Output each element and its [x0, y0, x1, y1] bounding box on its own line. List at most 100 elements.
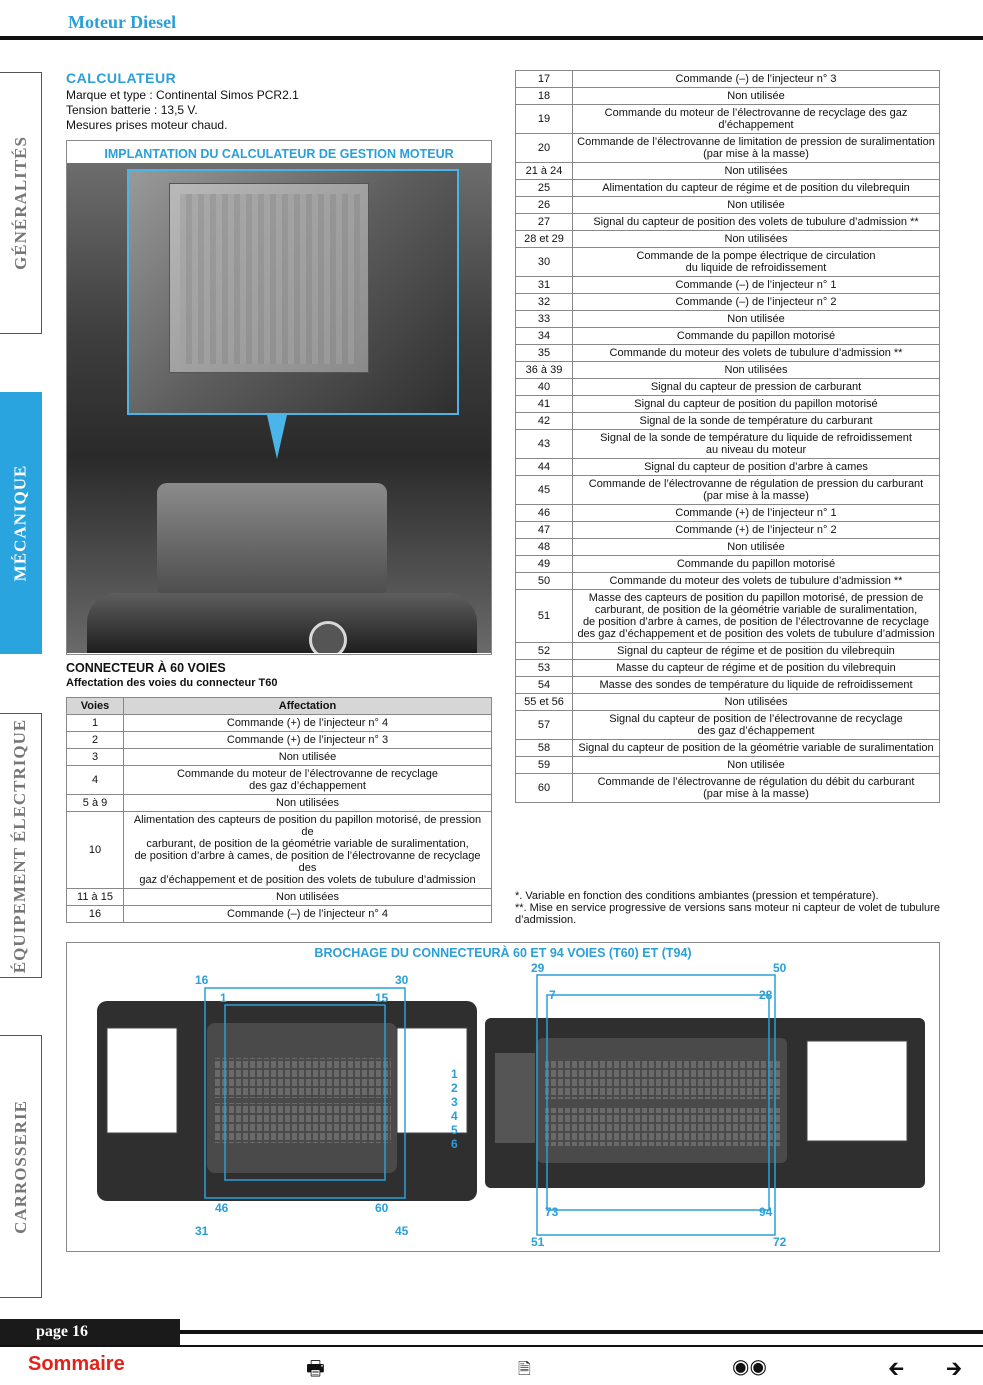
footer-rule: [180, 1330, 983, 1334]
section-title: CALCULATEUR: [66, 70, 177, 86]
pin-function-cell: Commande du moteur des volets de tubulur…: [572, 572, 940, 590]
pin-number-cell: 49: [515, 555, 573, 573]
pin-number-cell: 54: [515, 676, 573, 694]
pin-function-cell: Non utilisée: [123, 748, 492, 766]
pin-number-cell: 3: [66, 748, 124, 766]
pin-number-cell: 30: [515, 247, 573, 277]
pin-function-cell: Commande de l’électrovanne de régulation…: [572, 475, 940, 505]
pin-function-cell: Commande (+) de l’injecteur n° 1: [572, 504, 940, 522]
pin-number-cell: 50: [515, 572, 573, 590]
footnotes: *. Variable en fonction des conditions a…: [515, 890, 940, 926]
pin-function-cell: Non utilisées: [572, 361, 940, 379]
col-header-voies: Voies: [66, 697, 124, 715]
pin-number-cell: 33: [515, 310, 573, 328]
tab-generalites[interactable]: GÉNÉRALITÉS: [0, 72, 42, 334]
t94-label-73: 73: [545, 1205, 559, 1219]
spec-line-voltage: Tension batterie : 13,5 V.: [66, 103, 198, 117]
pin-number-cell: 44: [515, 458, 573, 476]
sommaire-link[interactable]: Sommaire: [28, 1353, 125, 1375]
inset-pointer: [267, 415, 287, 459]
pin-function-cell: Commande du papillon motorisé: [572, 327, 940, 345]
t60-guide-lines: [204, 987, 406, 1199]
pin-number-cell: 16: [66, 905, 124, 923]
pin-function-cell: Signal de la sonde de température du car…: [572, 412, 940, 430]
pin-number-cell: 32: [515, 293, 573, 311]
arrow-right-icon[interactable]: 🡲: [946, 1358, 963, 1380]
pin-function-cell: Non utilisée: [572, 87, 940, 105]
pin-function-cell: Non utilisée: [572, 196, 940, 214]
pin-number-cell: 27: [515, 213, 573, 231]
t94-label-50: 50: [773, 961, 787, 975]
pin-function-cell: Commande du papillon motorisé: [572, 555, 940, 573]
pin-number-cell: 46: [515, 504, 573, 522]
page-zoom-icon[interactable]: 🗎: [518, 1361, 531, 1378]
t94-side-label-6: 6: [451, 1137, 458, 1151]
pin-function-cell: Non utilisées: [572, 162, 940, 180]
ecu-location-title: IMPLANTATION DU CALCULATEUR DE GESTION M…: [104, 147, 454, 161]
pin-number-cell: 48: [515, 538, 573, 556]
t60-label-46: 46: [215, 1201, 229, 1215]
tab-mecanique[interactable]: MÉCANIQUE: [0, 392, 42, 654]
t60-label-45: 45: [395, 1224, 409, 1238]
t60-label-60: 60: [375, 1201, 389, 1215]
ecu-unit-image: [169, 183, 369, 373]
tab-carrosserie[interactable]: CARROSSERIE: [0, 1035, 42, 1298]
pin-function-cell: Masse du capteur de régime et de positio…: [572, 659, 940, 677]
tab-equipement-electrique[interactable]: ÉQUIPEMENT ÉLECTRIQUE: [0, 713, 42, 978]
t94-label-28: 28: [759, 988, 773, 1002]
pin-number-cell: 4: [66, 765, 124, 795]
pin-function-cell: Commande du moteur des volets de tubulur…: [572, 344, 940, 362]
t94-label-72: 72: [773, 1235, 787, 1249]
pin-number-cell: 36 à 39: [515, 361, 573, 379]
pin-function-cell: Non utilisées: [572, 230, 940, 248]
t94-label-29: 29: [531, 961, 545, 975]
pin-number-cell: 34: [515, 327, 573, 345]
footnote-1: *. Variable en fonction des conditions a…: [515, 890, 879, 902]
arrow-left-icon[interactable]: 🡰: [888, 1358, 905, 1380]
page-number: page 16: [0, 1319, 180, 1345]
pin-number-cell: 53: [515, 659, 573, 677]
t94-label-94: 94: [759, 1205, 773, 1219]
binoculars-icon[interactable]: ◉◉: [732, 1356, 767, 1378]
t94-label-51: 51: [531, 1235, 545, 1249]
t94-side-label-5: 5: [451, 1123, 458, 1137]
printer-icon[interactable]: 🖶: [306, 1358, 325, 1380]
pin-number-cell: 17: [515, 70, 573, 88]
pin-number-cell: 35: [515, 344, 573, 362]
pin-function-cell: Signal de la sonde de température du liq…: [572, 429, 940, 459]
t60-label-16: 16: [195, 973, 209, 987]
tab-mecanique-label: MÉCANIQUE: [10, 464, 30, 582]
t60-connector-image: [97, 1001, 477, 1201]
pin-function-cell: Commande de l’électrovanne de limitation…: [572, 133, 940, 163]
pin-function-cell: Non utilisées: [123, 888, 492, 906]
spec-line-brand: Marque et type : Continental Simos PCR2.…: [66, 88, 299, 102]
pin-number-cell: 11 à 15: [66, 888, 124, 906]
header-rule: [0, 36, 983, 40]
pin-function-cell: Commande (–) de l’injecteur n° 4: [123, 905, 492, 923]
